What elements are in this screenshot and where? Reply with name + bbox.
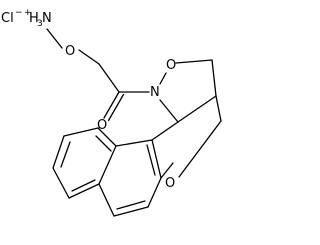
bond-ar-1-inner (146, 144, 156, 176)
bond-ar-6 (115, 139, 153, 147)
bond-o-ch2-ring (175, 59, 213, 64)
bond-ar-10 (52, 167, 70, 199)
bond-ar-11 (68, 183, 100, 199)
bond-ar-9-inner (60, 141, 71, 168)
bond-ar-3 (113, 206, 149, 217)
molecule-diagram: Cl − + H 3 N O O N O O (1, 8, 222, 217)
bond-ar-5 (98, 145, 117, 185)
bond-ch-n (159, 99, 179, 123)
ring-oxygen-label: O (166, 58, 176, 73)
bond-ch-ar (151, 121, 179, 141)
chloride-label: Cl (1, 11, 14, 26)
atom-labels: Cl − + H 3 N O O N O O (1, 8, 176, 191)
bond-ar-7 (97, 127, 117, 147)
bond-ch-ch (177, 95, 217, 123)
bond-ar-2 (147, 177, 162, 208)
bond-ch-ch2-pyran (215, 95, 222, 122)
bond-n-o (46, 28, 63, 49)
carbonyl-oxygen-label: O (97, 118, 107, 133)
pyran-oxygen-label: O (165, 176, 175, 191)
chain-oxygen-label: O (65, 44, 75, 59)
bond-carbonyl-double-b (107, 93, 125, 122)
chloride-charge: − (15, 8, 23, 18)
bond-carbonyl-double-a (103, 91, 120, 119)
amide-nitrogen-label: N (150, 85, 160, 100)
bond-o-ar (160, 162, 174, 179)
bond-lines (46, 28, 222, 217)
structure-canvas: Cl − + H 3 N O O N O O (1, 8, 222, 217)
bond-ar-3-inner (116, 200, 146, 210)
ammonium-charge: + (24, 8, 32, 18)
ammonium-h-count: 3 (37, 19, 43, 29)
bond-n-o-ring (159, 72, 167, 85)
bond-ar-1 (151, 139, 162, 179)
bond-ch2-co (98, 63, 120, 93)
bond-ar-11-inner (71, 179, 96, 192)
ammonium-h-label: H (29, 11, 39, 26)
bond-ar-7-inner (95, 135, 112, 152)
bond-ar-8 (63, 127, 99, 137)
bond-ch2-o-pyran (178, 120, 222, 178)
bond-ch2-ch (211, 59, 217, 97)
ammonium-n-label: N (42, 11, 52, 26)
bond-o-ch2 (78, 49, 100, 65)
bond-ar-4 (98, 183, 115, 217)
bond-ar-9 (52, 135, 65, 169)
